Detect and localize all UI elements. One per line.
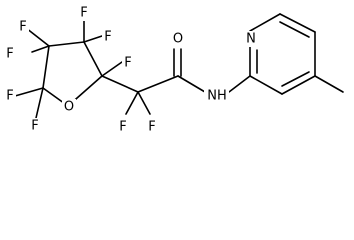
fluorine-label: F (104, 30, 111, 45)
oxygen-label: O (64, 100, 74, 115)
bond-cf2-carbonyl (137, 75, 179, 93)
label-bg-f-top-left (17, 19, 29, 35)
fluorine-label: F (31, 119, 38, 134)
bond-f-mid-right (83, 35, 103, 43)
fluorine-label: F (6, 47, 13, 62)
nitrogen-label: N (246, 32, 256, 47)
fluorine-label: F (124, 56, 131, 71)
fluorine-label: F (80, 6, 87, 21)
bond-pyridine-c4-c3 (281, 75, 316, 95)
label-bg-ring-oxygen (62, 99, 76, 115)
fluorine-label: F (6, 89, 13, 104)
label-bg-f-mid-right (102, 29, 114, 45)
label-bg-f-cf2-right (146, 119, 158, 135)
fluorine-label: F (148, 120, 155, 135)
label-bg-f-low-left-2 (29, 118, 41, 134)
bond-ring-top (48, 41, 85, 47)
label-bg-f-top-right (78, 5, 90, 21)
label-bg-f-low-left-1 (4, 88, 16, 104)
bond-f-top-left (25, 27, 50, 47)
bond-f-mid-left (31, 45, 50, 53)
bond-cf2-f-left (125, 91, 139, 115)
molecule-structure: F F F F F F F O F F O NH N (4, 5, 344, 135)
bond-pyridine-c6-c5 (279, 13, 316, 33)
bond-f-alpha (101, 61, 123, 77)
bond-pyridine-c6-c5-inner (279, 21, 310, 38)
bond-carbonyl-nh (177, 75, 206, 93)
fluorine-label: F (19, 20, 26, 35)
oxygen-label: O (173, 32, 183, 47)
bond-pyridine-n-c6 (249, 13, 281, 32)
bond-f-low-left-2 (35, 87, 44, 119)
bond-ring-right (83, 41, 103, 77)
bond-f-low-left-1 (14, 87, 44, 97)
label-bg-f-mid-left (4, 46, 16, 62)
bond-nh-pyridine (228, 75, 251, 93)
bond-ring-left (42, 45, 50, 89)
label-bg-carbonyl-oxygen (171, 31, 185, 47)
bond-c-cf2 (101, 75, 139, 93)
bond-pyridine-c3-c2 (249, 75, 283, 95)
label-bg-f-cf2-left (117, 119, 129, 135)
bond-cf2-f-right (137, 91, 151, 115)
label-bg-f-alpha (122, 55, 134, 71)
label-bg-amide-nh (204, 88, 229, 104)
amide-nh-label: NH (207, 89, 227, 104)
label-bg-pyridine-n (244, 31, 258, 47)
fluorine-label: F (119, 120, 126, 135)
bond-pyridine-c4-c3-inner (281, 71, 310, 87)
bond-methyl (314, 75, 344, 93)
